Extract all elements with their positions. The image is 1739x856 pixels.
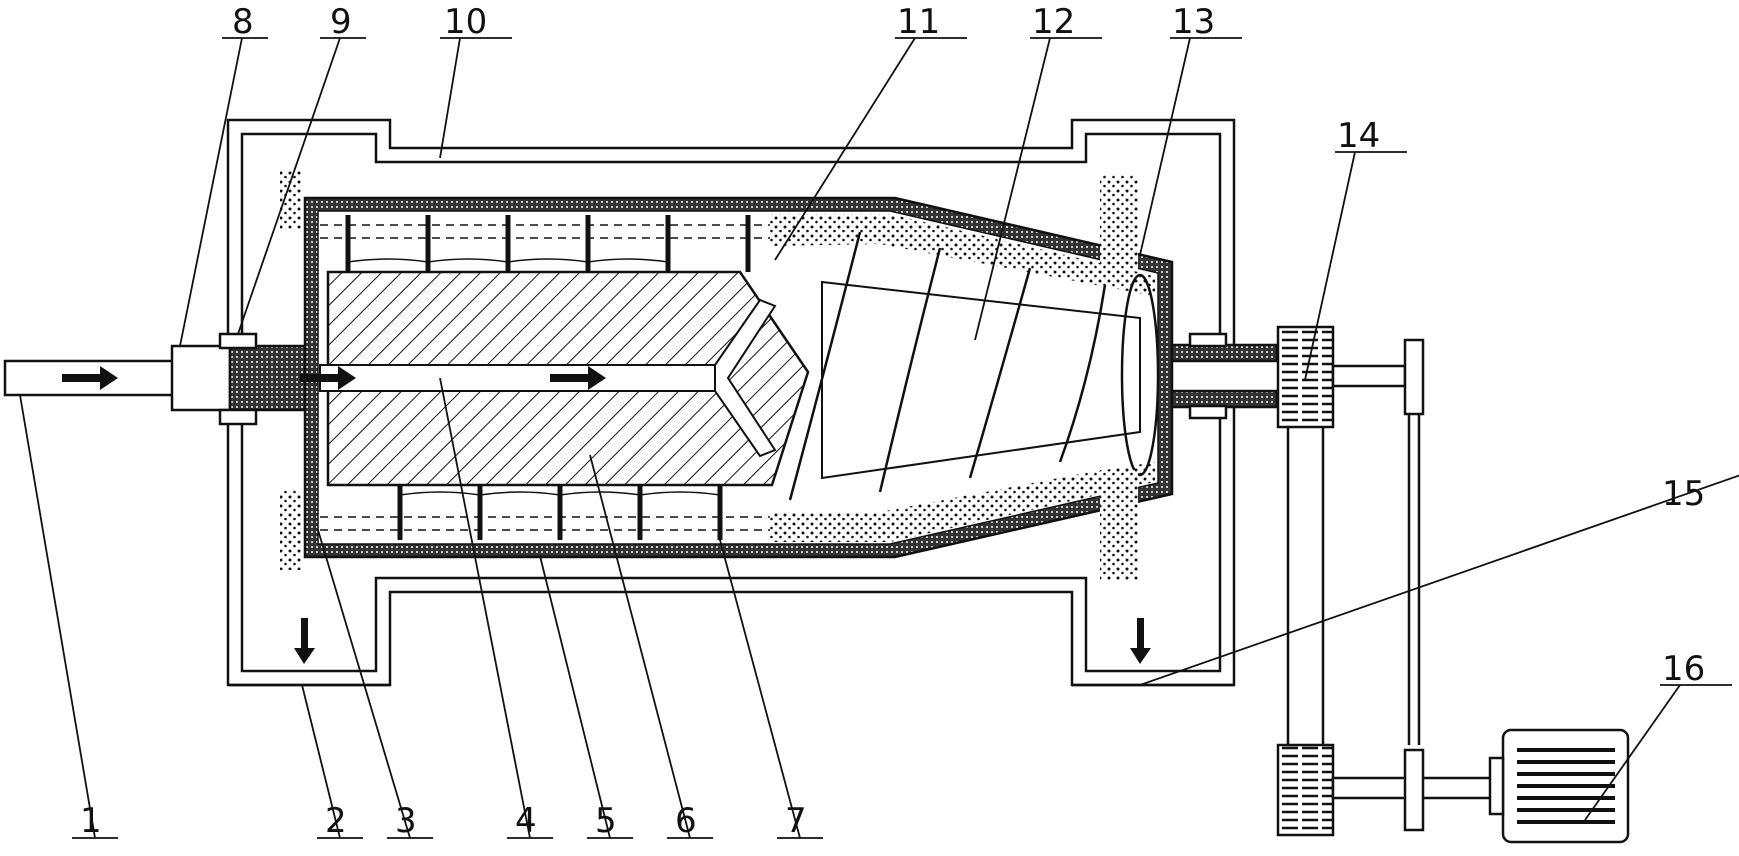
part-labels: 1 2 3 4 5 6 7 8 9 10 11 12 13 14 15 16 [80,2,1705,841]
label-6: 6 [675,801,697,841]
screw-flight-curves [347,258,721,496]
label-1: 1 [80,801,102,841]
drive-belt [1286,414,1421,745]
output-shaft [1170,332,1294,420]
label-9: 9 [330,2,352,42]
label-16: 16 [1662,649,1705,689]
central-feed-channel [319,364,716,392]
feed-ports [714,298,777,458]
drive-pulley-lower [1276,743,1505,837]
feed-pipe [3,332,322,426]
electric-motor [1488,728,1630,844]
label-13: 13 [1172,2,1215,42]
label-11: 11 [897,2,940,42]
cone-screw-body [821,280,1141,480]
discharge-stream [280,170,1138,580]
flow-arrows [62,366,1151,664]
label-10: 10 [444,2,487,42]
label-15: 15 [1662,474,1705,514]
screw-flights [345,215,751,540]
drive-pulley-upper [1276,325,1425,429]
label-5: 5 [595,801,617,841]
label-2: 2 [325,801,347,841]
label-3: 3 [395,801,417,841]
liquid-layer [320,224,770,531]
label-7: 7 [785,801,807,841]
label-14: 14 [1337,116,1380,156]
label-underlines [72,37,1732,839]
leader-lines [19,37,1739,839]
solid-sediment [770,214,1155,542]
label-8: 8 [232,2,254,42]
label-12: 12 [1032,2,1075,42]
cone-screw-helix [788,231,1160,501]
label-4: 4 [515,801,537,841]
